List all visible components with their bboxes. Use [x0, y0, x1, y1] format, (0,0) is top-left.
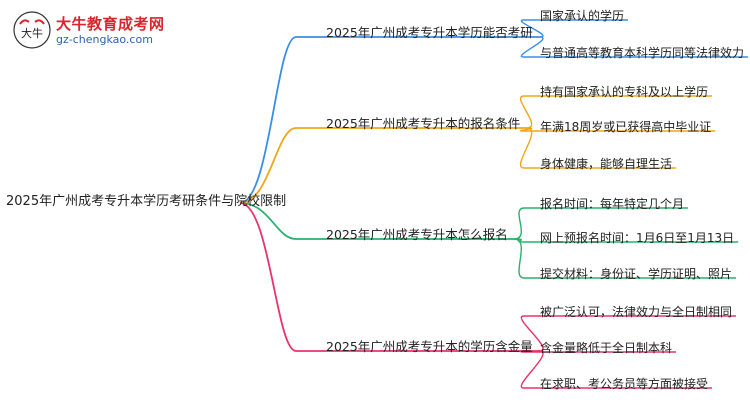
- leaf-topic: 被广泛认可，法律效力与全日制相同: [540, 305, 733, 319]
- logo-glyph: 大牛: [21, 26, 43, 40]
- branch-topic-kaoyan: 2025年广州成考专升本学历能否考研: [326, 25, 533, 40]
- leaf-link: [520, 19, 629, 38]
- leaf-link: [520, 127, 716, 132]
- leaf-topic: 年满18周岁或已获得高中毕业证: [540, 120, 712, 134]
- leaf-link: [520, 350, 713, 389]
- branch-link: [239, 202, 514, 240]
- leaf-link: [520, 315, 737, 352]
- root-topic: 2025年广州成考专升本学历考研条件与院校限制: [6, 194, 287, 209]
- bull-logo-icon: 大牛: [13, 11, 51, 49]
- branch-topic-value: 2025年广州成考专升本的学历含金量: [326, 339, 533, 354]
- site-logo[interactable]: 大牛 大牛教育成考网 gz-chengkao.com: [12, 10, 187, 50]
- logo-title: 大牛教育成考网: [56, 15, 165, 33]
- logo-url: gz-chengkao.com: [56, 33, 153, 46]
- leaf-link: [520, 350, 677, 353]
- leaf-topic: 与普通高等教育本科学历同等法律效力: [540, 46, 745, 60]
- leaf-link: [513, 207, 689, 240]
- leaf-topic: 国家承认的学历: [540, 9, 625, 23]
- leaf-topic: 含金量略低于全日制本科: [540, 341, 673, 355]
- leaf-topic: 提交材料：身份证、学历证明、照片: [540, 267, 733, 281]
- branch-link: [239, 36, 539, 204]
- leaf-topic: 身体健康，能够自理生活: [540, 157, 673, 171]
- leaf-link: [520, 36, 749, 58]
- branch-topic-requirements: 2025年广州成考专升本的报名条件: [326, 116, 521, 131]
- leaf-topic: 网上预报名时间：1月6日至1月13日: [540, 231, 735, 245]
- branch-link: [239, 202, 539, 352]
- branch-topic-registration: 2025年广州成考专升本怎么报名: [326, 227, 508, 242]
- leaf-topic: 报名时间：每年特定几个月: [540, 197, 685, 211]
- leaf-link: [520, 95, 713, 129]
- leaf-link: [513, 238, 737, 279]
- leaf-topic: 持有国家承认的专科及以上学历: [540, 85, 709, 99]
- branch-link: [239, 127, 527, 204]
- leaf-topic: 在求职、考公务员等方面被接受: [540, 377, 709, 391]
- leaf-link: [519, 127, 677, 169]
